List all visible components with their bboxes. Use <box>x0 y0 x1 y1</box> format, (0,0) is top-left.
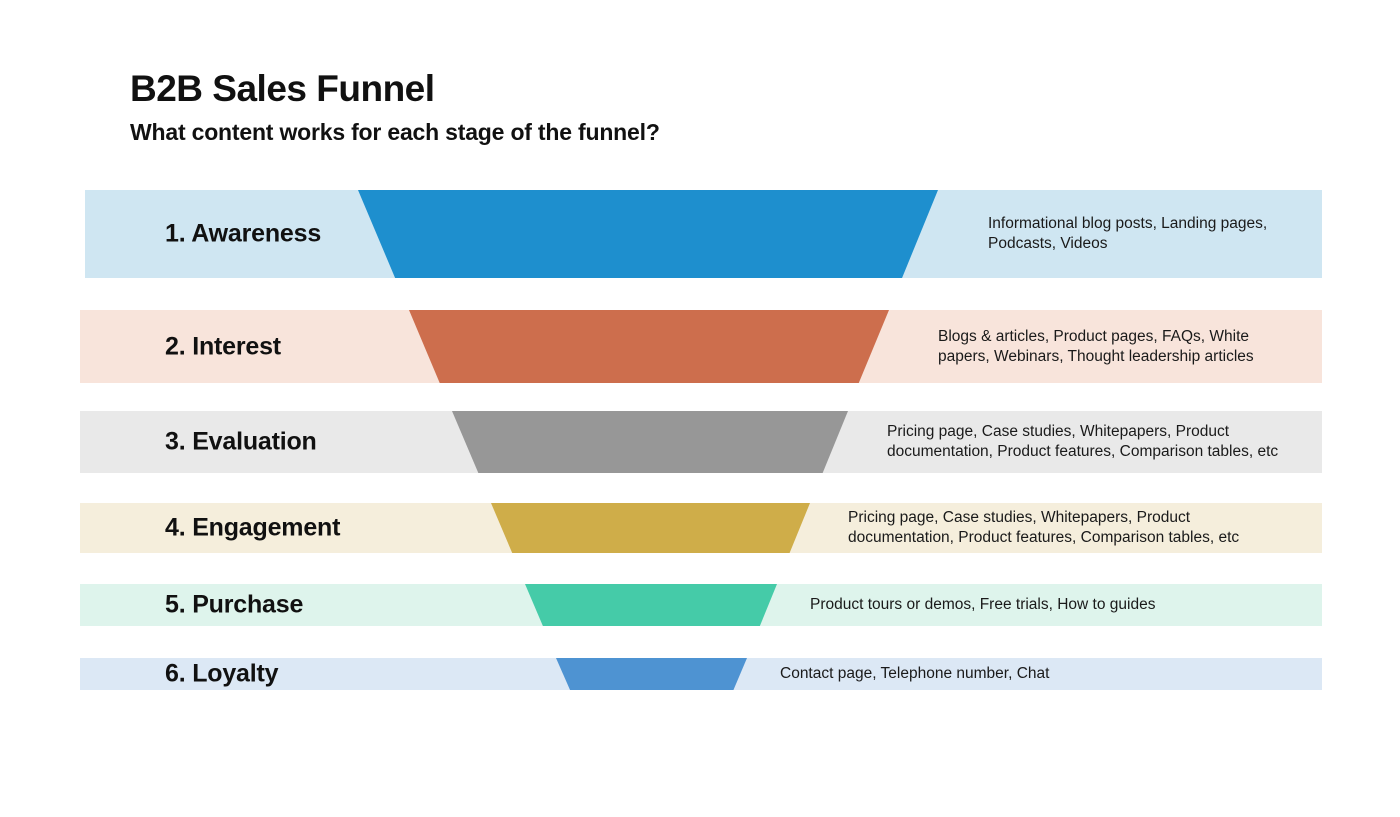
funnel-shape-loyalty <box>556 658 747 690</box>
stage-row-evaluation: 3. Evaluation Pricing page, Case studies… <box>80 411 1322 473</box>
stage-row-engagement: 4. Engagement Pricing page, Case studies… <box>80 503 1322 553</box>
stage-row-awareness: 1. Awareness Informational blog posts, L… <box>85 190 1322 278</box>
page-subtitle: What content works for each stage of the… <box>130 119 660 145</box>
stage-label: 1. Awareness <box>165 219 322 248</box>
stage-label: 4. Engagement <box>165 513 341 542</box>
funnel-shape-purchase <box>525 584 777 626</box>
stage-content: Product tours or demos, Free trials, How… <box>810 596 1156 613</box>
stage-content: Contact page, Telephone number, Chat <box>780 665 1050 682</box>
stage-content: Blogs & articles, Product pages, FAQs, W… <box>938 327 1254 365</box>
stage-row-purchase: 5. Purchase Product tours or demos, Free… <box>80 584 1322 626</box>
page-title: B2B Sales Funnel <box>130 68 435 109</box>
stage-row-loyalty: 6. Loyalty Contact page, Telephone numbe… <box>80 658 1322 690</box>
funnel-shape-engagement <box>491 503 810 553</box>
stage-content: Informational blog posts, Landing pages,… <box>988 215 1268 252</box>
funnel-shape-interest <box>409 310 889 383</box>
stage-label: 2. Interest <box>165 332 281 360</box>
stage-label: 6. Loyalty <box>165 659 279 688</box>
funnel-shape-evaluation <box>452 411 848 473</box>
stage-content: Pricing page, Case studies, Whitepapers,… <box>848 509 1240 546</box>
stage-label: 3. Evaluation <box>165 427 317 456</box>
stage-content: Pricing page, Case studies, Whitepapers,… <box>887 423 1279 460</box>
stage-label: 5. Purchase <box>165 590 304 619</box>
stage-row-interest: 2. Interest Blogs & articles, Product pa… <box>80 310 1322 383</box>
funnel-shape-awareness <box>358 190 938 278</box>
